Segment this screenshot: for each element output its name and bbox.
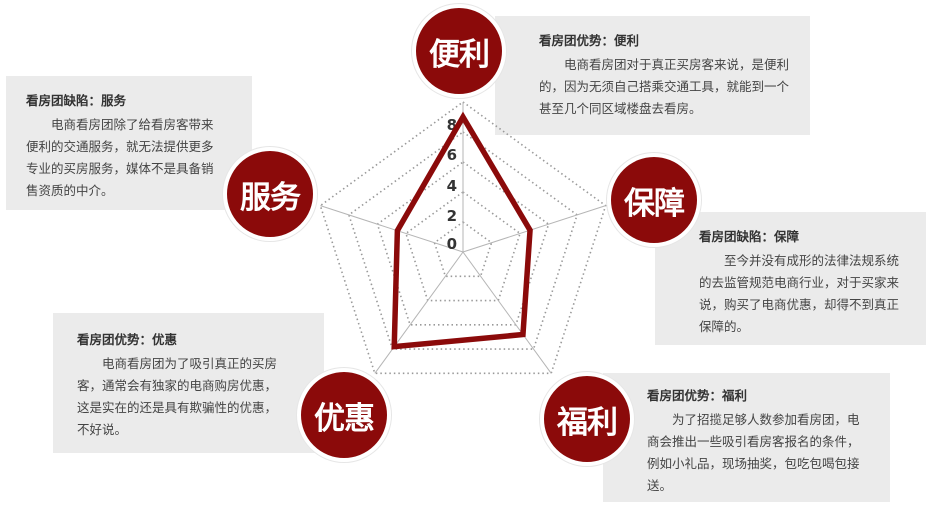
tick-label: 8 bbox=[447, 116, 457, 134]
card-title: 看房团优势：便利 bbox=[539, 33, 640, 48]
card-title: 看房团优势：优惠 bbox=[77, 332, 178, 347]
badge-label: 优惠 bbox=[314, 400, 375, 437]
card-body: 电商看房团为了吸引真正的买房客，通常会有独家的电商购房优惠，这是实在的还是具有欺… bbox=[77, 356, 278, 437]
card-fuli: 看房团优势：福利 为了招揽足够人数参加看房团，电商会推出一些吸引看房客报名的条件… bbox=[603, 373, 890, 502]
card-youhui: 看房团优势：优惠 电商看房团为了吸引真正的买房客，通常会有独家的电商购房优惠，这… bbox=[53, 313, 324, 453]
card-bianli: 看房团优势：便利 电商看房团对于真正买房客来说，是便利的，因为无须自己搭乘交通工… bbox=[495, 16, 810, 135]
card-title: 看房团缺陷：服务 bbox=[26, 93, 127, 108]
card-title: 看房团缺陷：保障 bbox=[699, 229, 800, 244]
badge-youhui: 优惠 bbox=[297, 368, 391, 462]
axis-spoke bbox=[374, 251, 464, 374]
badge-baozhang: 保障 bbox=[607, 153, 701, 247]
grid-ring bbox=[319, 101, 607, 375]
badge-fuwu: 服务 bbox=[223, 147, 317, 241]
axis-spoke bbox=[320, 205, 464, 253]
axis-spoke bbox=[462, 251, 552, 374]
tick-label: 6 bbox=[447, 146, 457, 164]
grid-ring bbox=[347, 131, 579, 350]
card-title: 看房团优势：福利 bbox=[647, 388, 748, 403]
card-body: 为了招揽足够人数参加看房团，电商会推出一些吸引看房客报名的条件，例如小礼品，现场… bbox=[647, 412, 860, 493]
card-fuwu: 看房团缺陷：服务 电商看房团除了给看房客带来便利的交通服务，就无法提供更多专业的… bbox=[6, 76, 252, 210]
badge-label: 便利 bbox=[429, 36, 490, 73]
axis-spoke bbox=[462, 205, 606, 253]
card-body: 电商看房团除了给看房客带来便利的交通服务，就无法提供更多专业的买房服务，媒体不是… bbox=[26, 117, 214, 198]
tick-label: 2 bbox=[447, 207, 457, 225]
card-body: 至今并没有成形的法律法规系统的去监管规范电商行业，对于买家来说，购买了电商优惠，… bbox=[699, 253, 900, 334]
data-series bbox=[391, 111, 533, 350]
badge-label: 保障 bbox=[624, 185, 685, 222]
badge-label: 服务 bbox=[240, 179, 301, 216]
badge-fuli: 福利 bbox=[540, 372, 634, 466]
badge-label: 福利 bbox=[557, 404, 618, 441]
grid-ring bbox=[404, 191, 522, 302]
card-baozhang: 看房团缺陷：保障 至今并没有成形的法律法规系统的去监管规范电商行业，对于买家来说… bbox=[655, 212, 926, 345]
card-body: 电商看房团对于真正买房客来说，是便利的，因为无须自己搭乘交通工具，就能到一个甚至… bbox=[539, 57, 790, 116]
badge-bianli: 便利 bbox=[412, 4, 506, 98]
tick-label: 0 bbox=[447, 235, 457, 253]
tick-label: 4 bbox=[447, 177, 457, 195]
